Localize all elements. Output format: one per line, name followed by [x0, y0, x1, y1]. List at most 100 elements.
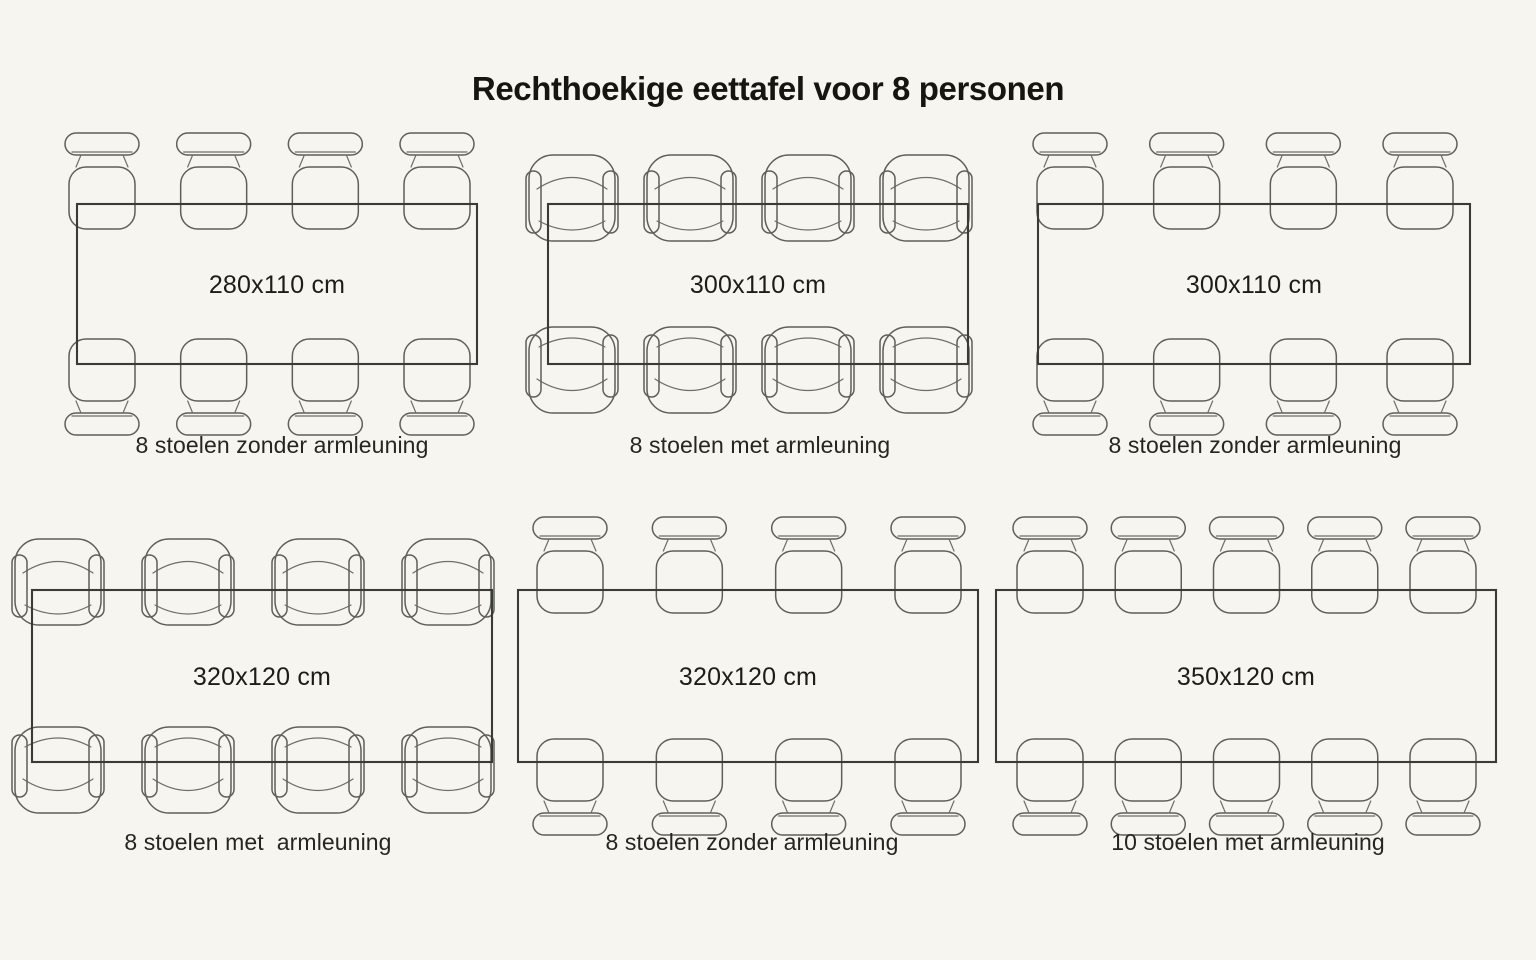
chair-spindle-left [662, 800, 669, 814]
chair-body [646, 326, 734, 414]
chair-armless [175, 338, 252, 436]
chair-armless [1307, 738, 1383, 836]
chair-armrest-right [478, 734, 495, 798]
chair-armchair [271, 726, 365, 814]
chair-armless [1405, 516, 1481, 614]
chair-armrest-left [525, 334, 542, 398]
chair-armless [1032, 132, 1108, 230]
chair-spindle-right [1463, 800, 1470, 814]
chair-backrest-arc [282, 561, 354, 574]
chairs-top-row [64, 132, 475, 230]
chair-seat [1114, 550, 1182, 614]
chair-backrest [399, 412, 475, 436]
chair-armrest-right [218, 554, 235, 618]
chair-armrest-left [271, 734, 288, 798]
chair-seat [291, 166, 360, 230]
chair-spindle-left [1160, 400, 1167, 414]
chair-seat [1036, 166, 1104, 230]
chair-body [764, 154, 852, 242]
chair-armless [1382, 132, 1458, 230]
chair-armless [1265, 338, 1342, 436]
table-plan-figure: 300x110 cm [1032, 132, 1472, 436]
chair-backrest-arc [22, 561, 94, 574]
chair-seat-lip [892, 337, 960, 348]
chair-spindle-left [543, 538, 550, 552]
chair-seat [179, 338, 248, 402]
chair-body [404, 538, 492, 626]
chair-armless [532, 516, 608, 614]
table-outline [546, 202, 970, 366]
chair-spindle-left [1043, 154, 1050, 168]
table-plan-figure: 300x110 cm [525, 154, 973, 414]
chair-spindle-right [590, 538, 597, 552]
chair-body [528, 154, 616, 242]
chair-backrest [1032, 412, 1108, 436]
chair-spindle-right [457, 154, 464, 168]
chairs-top-row [532, 516, 966, 614]
chair-seat-lip [24, 604, 92, 615]
chair-spindle-right [1323, 154, 1330, 168]
table-dimension-label: 300x110 cm [690, 271, 826, 299]
chair-seat [774, 738, 843, 802]
chair-spindle-left [1160, 154, 1167, 168]
chair-body [144, 538, 232, 626]
chair-spindle-left [1393, 154, 1400, 168]
chair-spindle-left [187, 154, 194, 168]
chair-seat-lip [414, 737, 482, 748]
chair-backrest-arc [152, 561, 224, 574]
chair-spindle-right [590, 800, 597, 814]
chair-body [144, 726, 232, 814]
chair-backrest [1265, 412, 1342, 436]
chair-backrest [890, 516, 966, 540]
chair-backrest [399, 132, 475, 156]
chair-backrest [1307, 812, 1383, 836]
chair-spindle-right [1070, 800, 1077, 814]
chair-spindle-right [709, 538, 716, 552]
chair-armless [532, 738, 608, 836]
chair-backrest-arc [152, 778, 224, 791]
chair-seat [1386, 338, 1454, 402]
chair-spindle-right [1365, 538, 1372, 552]
chair-backrest [175, 132, 252, 156]
chair-backrest [1148, 412, 1225, 436]
chair-armrest-left [761, 170, 778, 234]
chair-seat [403, 338, 471, 402]
chair-seat [1212, 738, 1281, 802]
chair-backrest [651, 516, 728, 540]
chair-body [274, 538, 362, 626]
chair-seat-lip [284, 604, 352, 615]
chair-seat [1016, 738, 1084, 802]
chair-backrest [651, 812, 728, 836]
chair-seat-lip [656, 337, 724, 348]
chair-backrest [64, 132, 140, 156]
chair-backrest-arc [654, 177, 726, 190]
chair-seat [1269, 338, 1338, 402]
chair-backrest-arc [772, 378, 844, 391]
chair-seat [1311, 738, 1379, 802]
chair-spindle-left [1023, 800, 1030, 814]
chair-spindle-left [782, 538, 789, 552]
table-dimension-label: 350x120 cm [1177, 663, 1315, 691]
chair-seat [536, 550, 604, 614]
chair-seat [1311, 550, 1379, 614]
chair-seat-lip [24, 737, 92, 748]
chair-spindle-left [75, 154, 82, 168]
chair-armrest-right [956, 334, 973, 398]
chair-armless [890, 738, 966, 836]
chair-seat-lip [154, 604, 222, 615]
chair-spindle-right [829, 538, 836, 552]
chair-spindle-left [1318, 538, 1325, 552]
chair-backrest-arc [772, 177, 844, 190]
panel-caption: 8 stoelen met armleuning [629, 432, 891, 458]
chair-seat [1114, 738, 1182, 802]
chair-spindle-right [122, 400, 129, 414]
chair-armrest-right [956, 170, 973, 234]
chair-backrest [1148, 132, 1225, 156]
chair-seat [1386, 166, 1454, 230]
table-plan-figure: 320x120 cm [11, 538, 495, 814]
chair-backrest-arc [536, 378, 608, 391]
chair-backrest [1208, 812, 1285, 836]
chair-armchair [401, 726, 495, 814]
